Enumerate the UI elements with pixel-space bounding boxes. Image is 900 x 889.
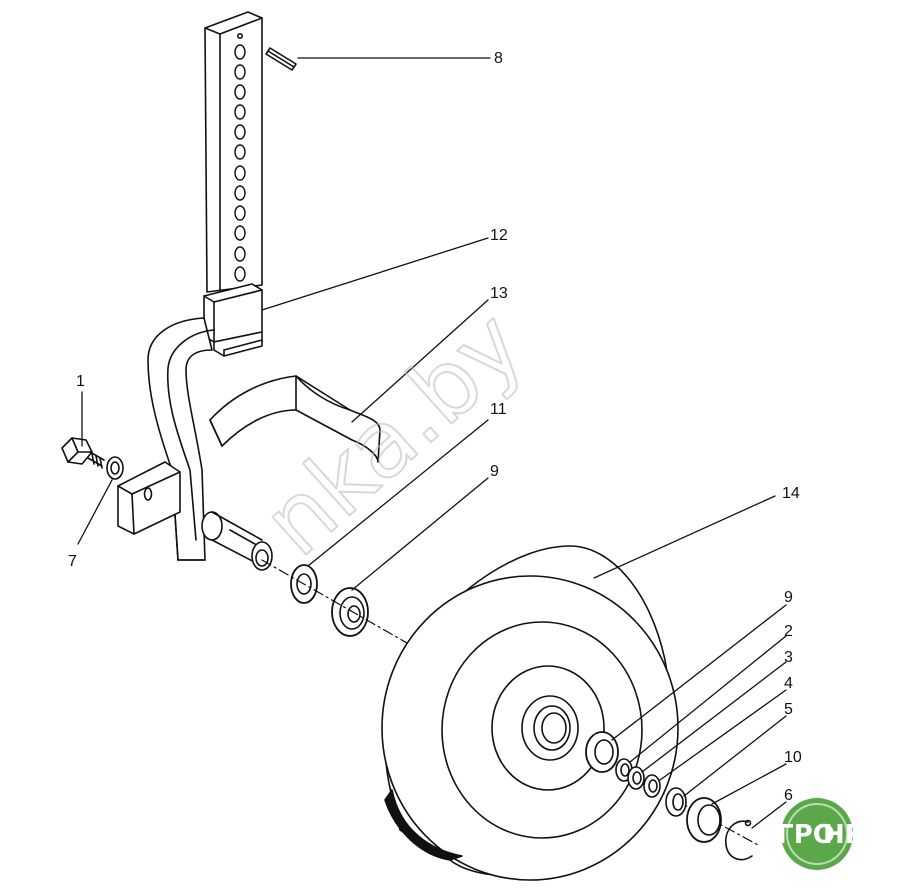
callout-1: 1 bbox=[76, 373, 85, 390]
logo-circle bbox=[781, 798, 853, 870]
washer-4 bbox=[643, 774, 661, 798]
mud-scraper bbox=[209, 375, 381, 463]
callout-9-outer: 9 bbox=[784, 589, 793, 606]
callout-13: 13 bbox=[490, 285, 508, 302]
mounting-tab bbox=[117, 461, 181, 535]
callout-11: 11 bbox=[490, 401, 507, 418]
callout-12: 12 bbox=[490, 227, 508, 244]
spring-pin bbox=[265, 47, 297, 71]
callout-7: 7 bbox=[68, 553, 77, 570]
callout-numbers: 8 12 13 1 11 9 7 14 9 2 3 4 5 10 6 bbox=[68, 50, 802, 804]
callout-4: 4 bbox=[784, 675, 793, 692]
leader-lines bbox=[77, 57, 787, 829]
agronka-logo: АГРО НКА bbox=[757, 798, 883, 870]
cap-5 bbox=[665, 787, 687, 817]
callout-14: 14 bbox=[782, 485, 800, 502]
washer-7 bbox=[106, 456, 124, 480]
wheel-hub bbox=[521, 695, 579, 761]
cover-10 bbox=[686, 797, 722, 843]
hex-bolt bbox=[61, 437, 105, 469]
circlip-6 bbox=[725, 819, 753, 861]
washer-3 bbox=[627, 766, 645, 790]
bearing-9-outer bbox=[585, 731, 619, 773]
callout-10: 10 bbox=[784, 749, 802, 766]
logo-text-right: НКА bbox=[823, 820, 883, 850]
clamp-block bbox=[203, 283, 263, 357]
watermark-text: nka.by bbox=[243, 290, 544, 576]
callout-8: 8 bbox=[494, 50, 503, 67]
callout-2: 2 bbox=[784, 623, 793, 640]
centre-axis bbox=[261, 559, 546, 723]
callout-9-inner: 9 bbox=[490, 463, 499, 480]
callout-5: 5 bbox=[784, 701, 793, 718]
logo-text-left: АГРО bbox=[757, 820, 835, 850]
adjustment-bar bbox=[204, 11, 263, 293]
axle bbox=[201, 511, 273, 571]
bearing-9-inner bbox=[331, 587, 369, 637]
callout-6: 6 bbox=[784, 787, 793, 804]
callout-3: 3 bbox=[784, 649, 793, 666]
main-bracket bbox=[147, 317, 215, 561]
wheel bbox=[381, 545, 679, 881]
adjustment-holes bbox=[234, 44, 246, 282]
